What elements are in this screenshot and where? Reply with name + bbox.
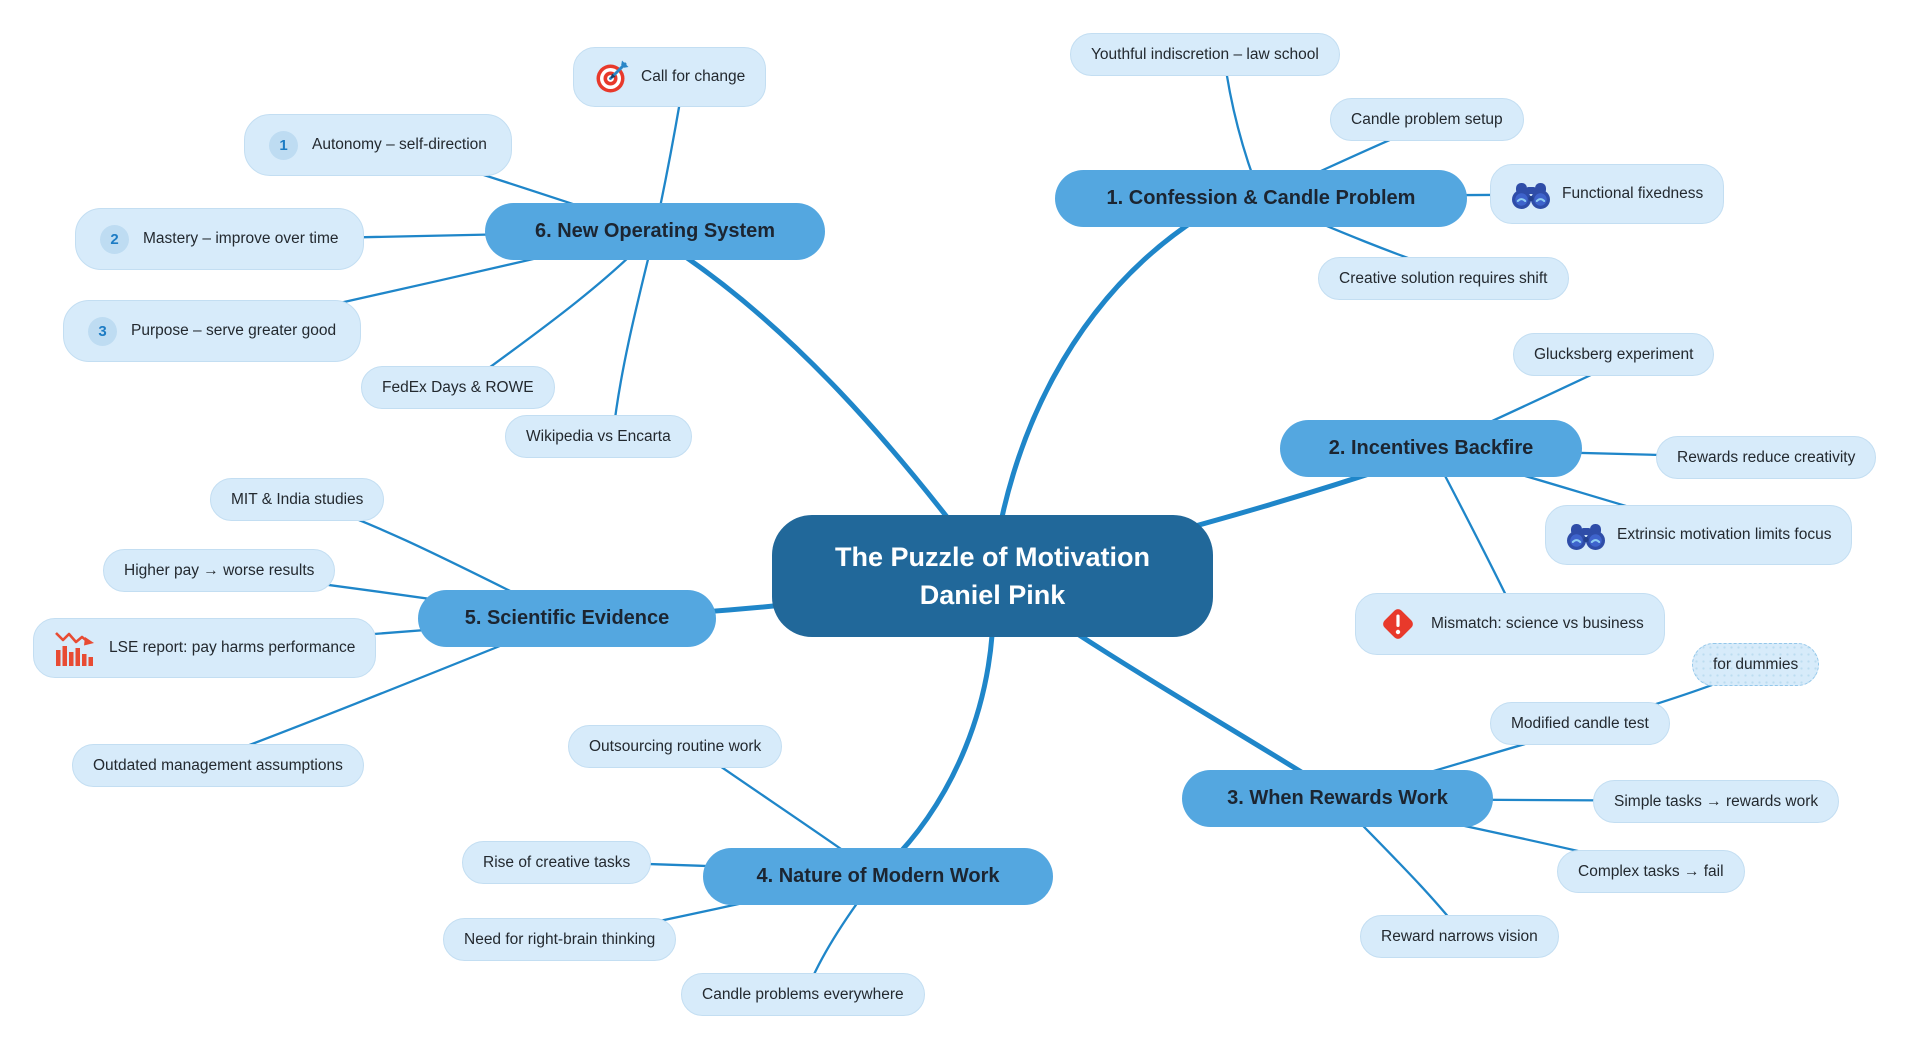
- topic-simple-tasks-rewards-work[interactable]: Simple tasks → rewards work: [1593, 780, 1840, 823]
- topic-label: Mismatch: science vs business: [1431, 615, 1644, 632]
- central-topic-title: The Puzzle of Motivation: [835, 542, 1150, 572]
- topic-rewards-reduce-creativity[interactable]: Rewards reduce creativity: [1656, 436, 1877, 479]
- topic-fedex-days-rowe[interactable]: FedEx Days & ROWE: [361, 366, 555, 409]
- topic-label: Candle problems everywhere: [702, 985, 904, 1003]
- topic-label: Outdated management assumptions: [93, 756, 343, 774]
- topic-label: Reward narrows vision: [1381, 927, 1538, 945]
- branch-label: 4. Nature of Modern Work: [756, 865, 1000, 887]
- binoculars-icon: [1567, 524, 1605, 550]
- branch-when-rewards-work[interactable]: 3. When Rewards Work: [1182, 770, 1493, 827]
- branch-label: 3. When Rewards Work: [1227, 787, 1448, 809]
- branch-label: 2. Incentives Backfire: [1328, 437, 1534, 459]
- topic-modified-candle-test[interactable]: Modified candle test: [1490, 702, 1670, 745]
- topic-label: Complex tasks → fail: [1578, 862, 1724, 880]
- topic-for-dummies[interactable]: for dummies: [1692, 643, 1820, 686]
- topic-label: Higher pay → worse results: [124, 561, 315, 579]
- topic-label: Extrinsic motivation limits focus: [1617, 526, 1832, 543]
- topic-outsourcing-routine-work[interactable]: Outsourcing routine work: [568, 725, 783, 768]
- topic-candle-problems-everywhere[interactable]: Candle problems everywhere: [681, 973, 925, 1016]
- topic-candle-problem-setup[interactable]: Candle problem setup: [1330, 98, 1524, 141]
- topic-label: Mastery – improve over time: [143, 230, 339, 247]
- branch-confession-candle-problem[interactable]: 1. Confession & Candle Problem: [1055, 170, 1467, 227]
- topic-functional-fixedness[interactable]: Functional fixedness: [1490, 164, 1725, 224]
- topic-mastery[interactable]: 2 Mastery – improve over time: [75, 208, 364, 270]
- topic-mismatch-science-business[interactable]: Mismatch: science vs business: [1355, 593, 1665, 655]
- topic-label: Functional fixedness: [1562, 185, 1704, 202]
- topic-label: Outsourcing routine work: [589, 737, 762, 755]
- branch-new-operating-system[interactable]: 6. New Operating System: [485, 203, 825, 260]
- topic-label: Candle problem setup: [1351, 110, 1503, 128]
- topic-autonomy[interactable]: 1 Autonomy – self-direction: [244, 114, 512, 176]
- target-icon: [596, 60, 629, 93]
- branch-scientific-evidence[interactable]: 5. Scientific Evidence: [418, 590, 716, 647]
- topic-complex-tasks-fail[interactable]: Complex tasks → fail: [1557, 850, 1745, 893]
- topic-label: Autonomy – self-direction: [312, 136, 487, 153]
- branch-label: 6. New Operating System: [534, 220, 776, 242]
- topic-label: MIT & India studies: [231, 490, 364, 508]
- central-topic[interactable]: The Puzzle of Motivation Daniel Pink: [772, 515, 1213, 637]
- topic-label: Creative solution requires shift: [1339, 269, 1548, 287]
- topic-higher-pay-worse-results[interactable]: Higher pay → worse results: [103, 549, 336, 592]
- topic-label: LSE report: pay harms performance: [109, 639, 356, 656]
- declining-chart-icon: [55, 632, 94, 666]
- topic-label: Youthful indiscretion – law school: [1091, 45, 1319, 63]
- branch-label: 5. Scientific Evidence: [464, 607, 670, 629]
- topic-label: Wikipedia vs Encarta: [526, 427, 671, 445]
- central-topic-subtitle: Daniel Pink: [919, 580, 1066, 610]
- topic-need-right-brain-thinking[interactable]: Need for right-brain thinking: [443, 918, 677, 961]
- topic-label: Simple tasks → rewards work: [1614, 792, 1819, 810]
- topic-outdated-management-assumptions[interactable]: Outdated management assumptions: [72, 744, 364, 787]
- topic-wikipedia-vs-encarta[interactable]: Wikipedia vs Encarta: [505, 415, 692, 458]
- branch-label: 1. Confession & Candle Problem: [1106, 187, 1416, 209]
- priority-badge-1: 1: [269, 130, 298, 160]
- topic-creative-solution-shift[interactable]: Creative solution requires shift: [1318, 257, 1569, 300]
- topic-lse-report[interactable]: LSE report: pay harms performance: [33, 618, 377, 678]
- topic-label: Glucksberg experiment: [1534, 345, 1694, 363]
- warning-icon: [1383, 609, 1413, 639]
- topic-label: Purpose – serve greater good: [131, 322, 337, 339]
- topic-label: Modified candle test: [1511, 714, 1649, 732]
- branch-nature-of-modern-work[interactable]: 4. Nature of Modern Work: [703, 848, 1053, 905]
- topic-call-for-change[interactable]: Call for change: [573, 47, 767, 107]
- topic-purpose[interactable]: 3 Purpose – serve greater good: [63, 300, 362, 362]
- priority-badge-2: 2: [100, 224, 129, 254]
- topic-label: Rewards reduce creativity: [1677, 448, 1856, 466]
- topic-glucksberg-experiment[interactable]: Glucksberg experiment: [1513, 333, 1715, 376]
- topic-reward-narrows-vision[interactable]: Reward narrows vision: [1360, 915, 1559, 958]
- topic-label: Need for right-brain thinking: [464, 930, 656, 948]
- topic-label: FedEx Days & ROWE: [382, 378, 534, 396]
- topic-label: for dummies: [1713, 655, 1799, 673]
- topic-extrinsic-motivation-limits-focus[interactable]: Extrinsic motivation limits focus: [1545, 505, 1853, 565]
- topic-youthful-indiscretion[interactable]: Youthful indiscretion – law school: [1070, 33, 1340, 76]
- topic-label: Rise of creative tasks: [483, 853, 631, 871]
- binoculars-icon: [1512, 183, 1550, 209]
- branch-incentives-backfire[interactable]: 2. Incentives Backfire: [1280, 420, 1582, 477]
- topic-label: Call for change: [641, 68, 746, 85]
- topic-mit-india-studies[interactable]: MIT & India studies: [210, 478, 385, 521]
- priority-badge-3: 3: [88, 316, 117, 346]
- topic-rise-of-creative-tasks[interactable]: Rise of creative tasks: [462, 841, 652, 884]
